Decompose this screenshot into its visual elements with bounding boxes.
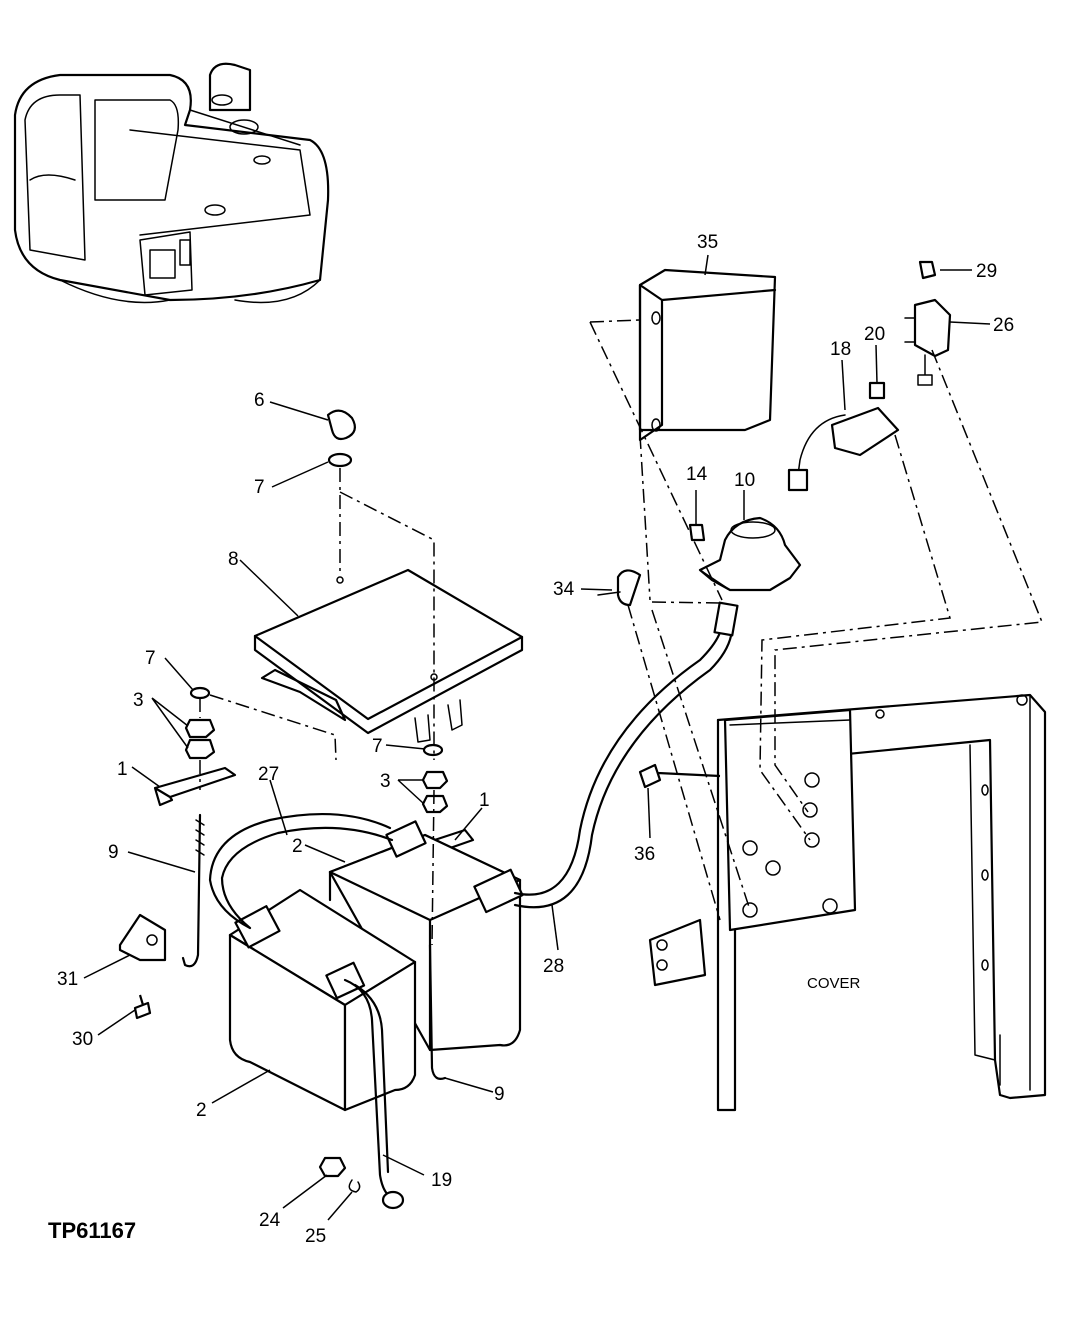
callout-3-right: 3	[380, 771, 391, 792]
excavator-locator-illustration	[13, 62, 330, 304]
callout-30: 30	[72, 1029, 93, 1050]
bracket-31	[118, 913, 167, 962]
callout-7-left: 7	[145, 648, 156, 669]
lock-washer-25	[348, 1179, 361, 1193]
callout-7-top: 7	[254, 477, 265, 498]
callout-19: 19	[431, 1170, 452, 1191]
leader-lines	[83, 254, 991, 1221]
callout-28: 28	[543, 956, 564, 977]
callout-2-rear: 2	[292, 836, 303, 857]
figure-id: TP61167	[48, 1218, 136, 1243]
module-18	[787, 381, 900, 492]
assembly-lines	[199, 319, 1044, 946]
washer-7-right	[422, 743, 444, 757]
j-bolt-9-left-thread	[195, 819, 205, 856]
callout-14: 14	[686, 464, 708, 485]
callout-7-right: 7	[372, 736, 383, 757]
callout-18: 18	[830, 339, 851, 360]
callout-29: 29	[976, 261, 997, 282]
battery-2-front	[228, 820, 524, 1112]
callout-24: 24	[259, 1210, 281, 1231]
callout-2-front: 2	[196, 1100, 207, 1121]
bolt-30	[133, 994, 152, 1020]
hold-down-clamp-1-left	[153, 766, 237, 807]
callout-34: 34	[553, 579, 575, 600]
cable-27	[208, 812, 394, 930]
cover-label: COVER	[807, 975, 861, 992]
callout-6: 6	[254, 390, 265, 411]
callout-10: 10	[734, 470, 755, 491]
battery-cover-8	[253, 568, 524, 743]
wing-nut-6	[326, 409, 357, 441]
clip-34	[597, 569, 642, 607]
callout-25: 25	[305, 1226, 326, 1247]
callout-20: 20	[864, 324, 885, 345]
callout-1-left: 1	[117, 759, 128, 780]
callout-27: 27	[258, 764, 279, 785]
bolt-36	[638, 763, 721, 789]
j-bolt-9-left	[181, 813, 202, 968]
callout-9-right: 9	[494, 1084, 505, 1105]
j-bolt-9-right	[428, 943, 447, 1080]
cable-28-connector	[713, 601, 739, 637]
cable-28	[513, 623, 734, 909]
washer-7-top	[327, 452, 353, 468]
callout-1-right: 1	[479, 790, 490, 811]
callout-3-left: 3	[133, 690, 144, 711]
callout-36: 36	[634, 844, 655, 865]
callout-31: 31	[57, 969, 78, 990]
callout-35: 35	[697, 232, 718, 253]
washer-7-left	[189, 686, 211, 700]
nuts-3-left	[184, 718, 216, 760]
relay-26	[904, 260, 952, 386]
frame-structure	[648, 693, 1047, 1112]
nut-24	[318, 1156, 347, 1178]
callout-8: 8	[228, 549, 239, 570]
callout-9-left: 9	[108, 842, 119, 863]
nuts-3-right	[421, 770, 449, 814]
terminal-19	[381, 1190, 405, 1210]
cover-panel-35	[638, 268, 777, 442]
callout-26: 26	[993, 315, 1014, 336]
component-10	[688, 516, 802, 592]
